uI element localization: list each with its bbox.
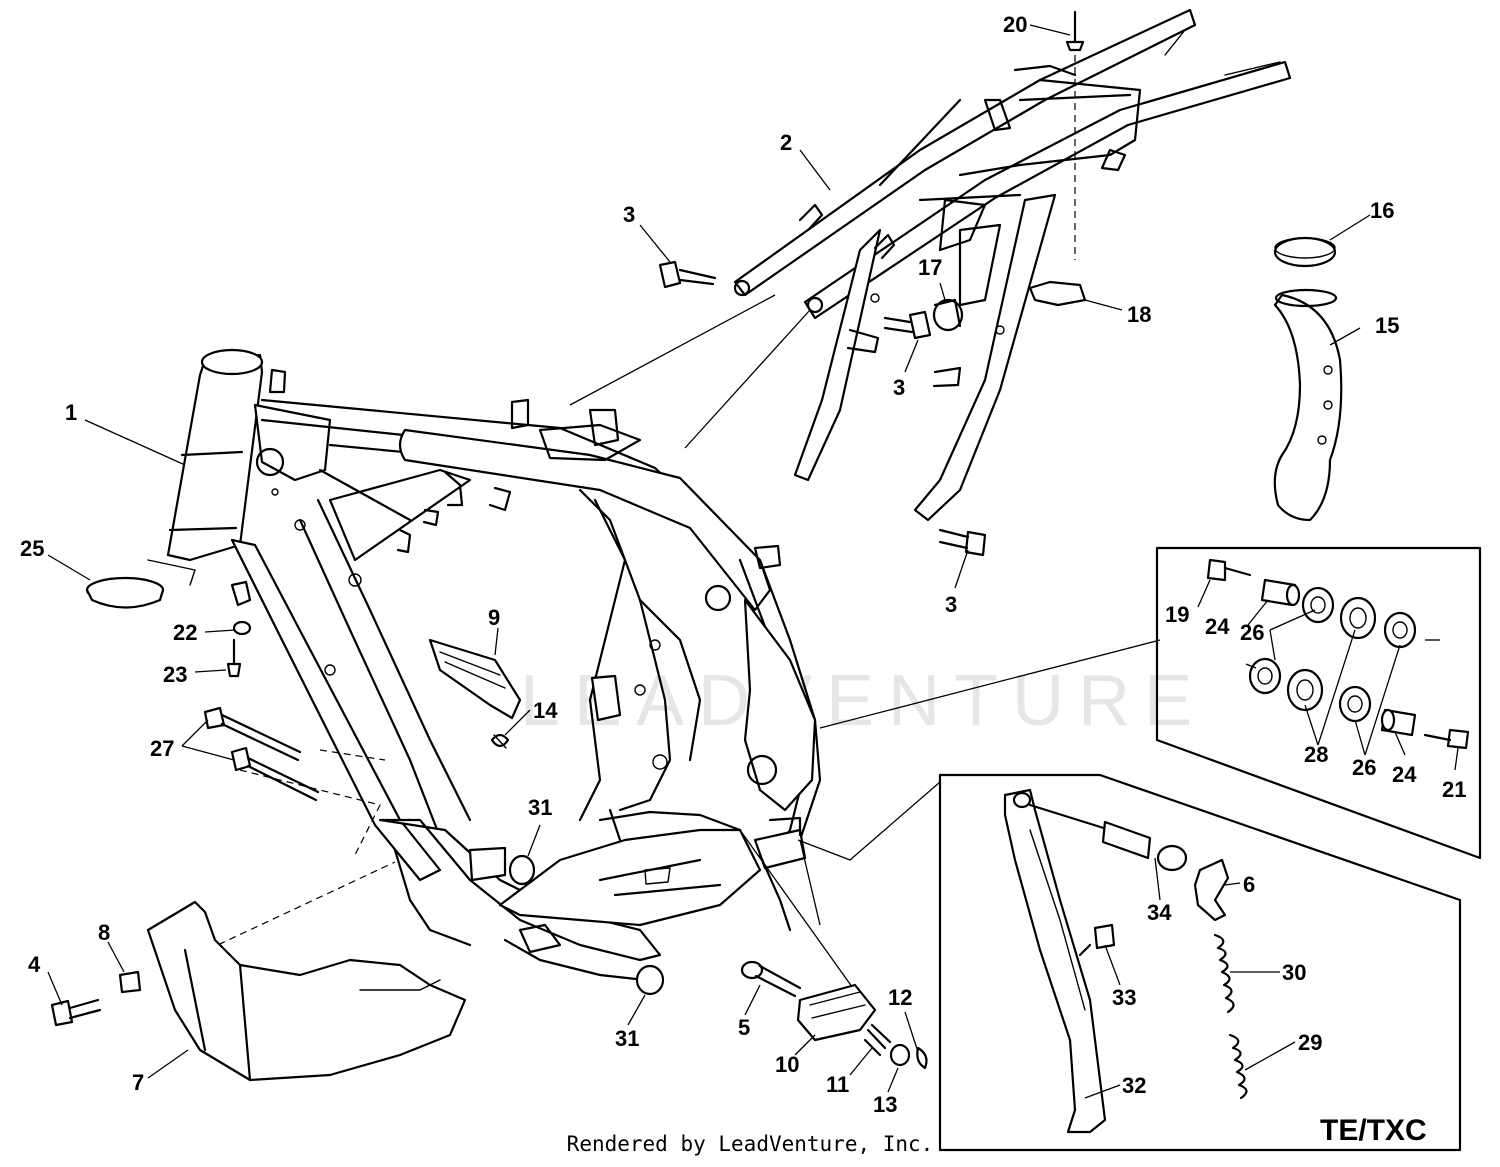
callout-27: 27 [150,736,174,761]
pivot-bolt-34[interactable] [1028,803,1188,872]
clamp-16[interactable] [1273,236,1337,268]
bolt-4[interactable] [50,998,102,1027]
callout-26: 26 [1352,755,1376,780]
footpeg-9[interactable] [428,638,522,720]
credit-text: Rendered by LeadVenture, Inc. [566,1132,934,1156]
callout-10: 10 [775,1052,799,1077]
screw-21[interactable] [1423,728,1470,750]
sleeve-24a[interactable] [1260,578,1301,607]
bolt-3a[interactable] [658,260,717,289]
bolt-27a[interactable] [203,706,302,762]
bumper-31a[interactable] [508,854,536,886]
callout-3: 3 [945,592,957,617]
sidestand-inset [938,773,1462,1152]
callout-17: 17 [918,255,942,280]
spring-14[interactable] [490,733,510,749]
inset-label: TE/TXC [1320,1114,1427,1147]
callout-18: 18 [1127,302,1151,327]
callout-32: 32 [1122,1073,1146,1098]
spring-11[interactable] [863,1023,892,1057]
callout-14: 14 [533,698,558,723]
callout-15: 15 [1375,313,1399,338]
callout-5: 5 [738,1015,750,1040]
callout-24: 24 [1205,614,1230,639]
callout-31: 31 [528,795,552,820]
callout-28: 28 [1304,742,1328,767]
bearing-26c[interactable] [1248,657,1282,695]
bolt-19[interactable] [1206,558,1252,582]
rear-subframe[interactable] [733,8,1292,522]
bolt-3c[interactable] [938,528,987,557]
callout-8: 8 [98,920,110,945]
bearing-26d[interactable] [1338,685,1372,723]
callout-30: 30 [1282,960,1306,985]
clip-18[interactable] [1028,280,1087,307]
callout-7: 7 [132,1070,144,1095]
bearing-25[interactable] [85,559,196,609]
callout-34: 34 [1147,900,1172,925]
sidestand-32[interactable] [1003,788,1107,1134]
callout-26: 26 [1240,620,1264,645]
callout-6: 6 [1243,872,1255,897]
spacer-8[interactable] [118,970,142,994]
nut-22[interactable] [232,620,252,636]
callout-19: 19 [1165,602,1189,627]
spacer-28b[interactable] [1286,668,1324,712]
footpeg-10[interactable] [796,983,877,1042]
spacer-28a[interactable] [1339,596,1377,640]
screw-20[interactable] [1065,10,1085,52]
callout-31: 31 [615,1026,639,1051]
air-boot-15[interactable] [1273,288,1343,522]
bolt-23[interactable] [226,638,242,678]
skid-plate-7[interactable] [146,900,467,1082]
callout-1: 1 [65,400,77,425]
bolt-3b[interactable] [883,310,932,340]
bolt-27b[interactable] [230,746,320,802]
callout-12: 12 [888,985,912,1010]
pin-5[interactable] [740,960,802,998]
callout-24: 24 [1392,762,1417,787]
callout-13: 13 [873,1092,897,1117]
bumper-31b[interactable] [635,964,665,996]
bearing-26a[interactable] [1301,586,1335,624]
callout-29: 29 [1298,1030,1322,1055]
callout-3: 3 [893,375,905,400]
plug-17[interactable] [932,298,964,332]
spring-30[interactable] [1213,933,1235,1014]
bearing-26b[interactable] [1383,611,1417,649]
callout-21: 21 [1442,777,1466,802]
callout-25: 25 [20,536,44,561]
main-frame[interactable] [166,348,822,982]
spring-29[interactable] [1228,1033,1248,1100]
callout-3: 3 [623,202,635,227]
callout-11: 11 [826,1072,849,1097]
callout-4: 4 [28,952,41,977]
callout-2: 2 [780,130,792,155]
callout-16: 16 [1370,198,1394,223]
plate-6[interactable] [1193,858,1230,922]
bearings-inset [1155,546,1482,860]
cotter-12[interactable] [916,1046,928,1070]
callout-33: 33 [1112,985,1136,1010]
watermark: LEADVENTURE [520,661,1206,741]
callout-23: 23 [163,662,187,687]
callout-9: 9 [488,605,500,630]
callout-22: 22 [173,620,197,645]
callout-20: 20 [1003,12,1027,37]
washer-13[interactable] [889,1043,911,1067]
sleeve-24b[interactable] [1380,708,1417,737]
bolt-33[interactable] [1078,923,1116,957]
